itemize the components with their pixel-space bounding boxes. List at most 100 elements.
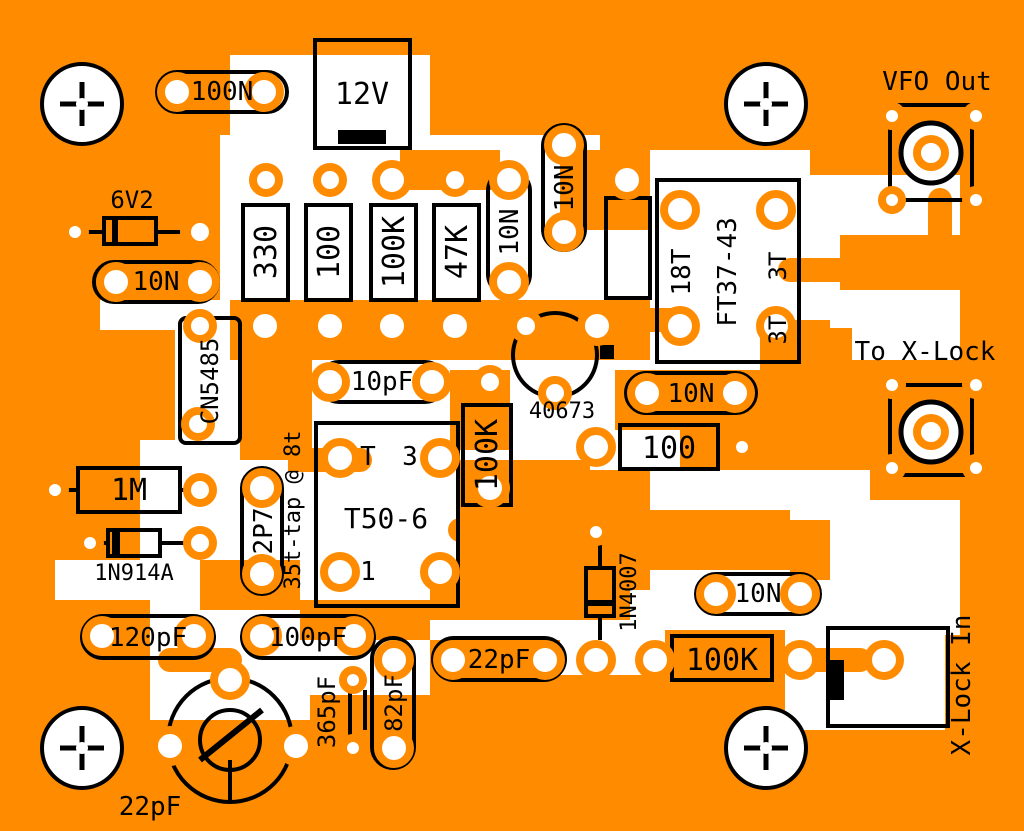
pad xyxy=(962,102,990,130)
pad xyxy=(320,438,360,478)
label-toroid-3t-b: 3T xyxy=(764,316,792,345)
pad xyxy=(780,574,820,614)
label-tap-note: 35t-tap @ 8t xyxy=(281,431,306,590)
pad xyxy=(435,306,475,346)
pad xyxy=(374,640,414,680)
label-t50-1: 1 xyxy=(360,557,376,587)
label-cap-10pf: 10pF xyxy=(351,367,414,397)
pad xyxy=(374,728,414,768)
rf-connectors xyxy=(898,120,964,465)
pad xyxy=(864,640,904,680)
label-zener: 6V2 xyxy=(110,186,153,214)
label-toroid-core: FT37-43 xyxy=(713,217,743,327)
pad xyxy=(61,218,89,246)
to-xlock-connector-outline xyxy=(888,383,974,477)
label-1n914: 1N914A xyxy=(94,561,173,586)
pad xyxy=(878,371,906,399)
cap-100pf-outline xyxy=(240,614,376,660)
pad xyxy=(310,362,350,402)
pad xyxy=(509,309,543,343)
pad xyxy=(150,726,190,766)
pad xyxy=(489,262,529,302)
pad xyxy=(183,473,217,507)
pad xyxy=(313,163,347,197)
pad xyxy=(635,640,675,680)
pad xyxy=(420,438,460,478)
mounting-hole-tr xyxy=(724,62,808,146)
r100-right-outline xyxy=(618,423,720,471)
dc-jack-outline xyxy=(313,38,412,150)
pad xyxy=(242,616,282,656)
cap-120pf-outline xyxy=(80,614,216,660)
label-cap-22pf-mid: 22pF xyxy=(468,645,531,675)
label-cap-10n-mid-b: 10N xyxy=(550,165,580,212)
label-r100k-lower: 100K xyxy=(686,643,758,678)
label-cn5485: CN5485 xyxy=(196,338,224,425)
cap-82pf-outline xyxy=(370,636,416,770)
label-toroid-turns: 18T xyxy=(667,248,697,295)
pad xyxy=(320,552,360,592)
pad xyxy=(576,640,616,680)
label-r100k-mid: 100K xyxy=(470,419,505,491)
silkscreen-labels: 100N 12V 6V2 10N 330 100 100K 47K 10N 10… xyxy=(94,67,996,822)
label-r47k: 47K xyxy=(440,225,475,279)
pad xyxy=(41,476,69,504)
label-cap-10n-lower: 10N xyxy=(735,579,782,609)
label-cap-2p7: 2P7 xyxy=(249,508,279,555)
pad xyxy=(242,554,282,594)
pad xyxy=(577,306,617,346)
pad xyxy=(962,454,990,482)
pad xyxy=(489,160,529,200)
pad xyxy=(339,666,367,694)
label-t50-t: T xyxy=(360,442,376,472)
mounting-hole-tl xyxy=(40,62,124,146)
pad xyxy=(276,726,316,766)
label-vfo-out: VFO Out xyxy=(882,67,992,97)
pad xyxy=(242,468,282,508)
pad xyxy=(438,163,472,197)
mounting-hole-br xyxy=(724,706,808,790)
pad xyxy=(372,160,412,200)
label-t50-3: 3 xyxy=(402,442,418,472)
label-cap-82pf: 82pF xyxy=(380,674,408,732)
pad xyxy=(538,376,572,410)
pad xyxy=(715,373,755,413)
pad xyxy=(756,306,796,346)
label-cap-10n-mid-a: 10N xyxy=(495,209,525,256)
label-r330: 330 xyxy=(249,225,284,279)
pad xyxy=(433,640,473,680)
pads xyxy=(41,72,990,768)
diode-1n914-band xyxy=(112,530,120,556)
label-fet: 40673 xyxy=(529,399,595,424)
pad xyxy=(82,616,122,656)
pad xyxy=(334,616,374,656)
pad xyxy=(660,190,700,230)
label-cap-100pf: 100pF xyxy=(269,623,347,653)
toroid-ft37-outline xyxy=(655,178,801,364)
pad xyxy=(756,190,796,230)
pad xyxy=(245,306,285,346)
pad xyxy=(544,212,584,252)
pad xyxy=(607,160,647,200)
pad xyxy=(878,102,906,130)
pad xyxy=(962,186,990,214)
pad xyxy=(339,734,367,762)
pad xyxy=(244,72,284,112)
pad xyxy=(582,518,610,546)
pad xyxy=(183,215,217,249)
pad xyxy=(627,373,667,413)
label-cap-120pf: 120pF xyxy=(109,623,187,653)
label-toroid-3t-a: 3T xyxy=(764,252,792,281)
pad xyxy=(183,309,217,343)
pad xyxy=(76,529,104,557)
label-trimmer: 22pF xyxy=(119,792,182,822)
label-t50-core: T50-6 xyxy=(344,502,428,535)
pad xyxy=(180,262,220,302)
silkscreen-fills xyxy=(112,130,844,700)
pad xyxy=(310,306,350,346)
pad xyxy=(576,427,616,467)
r330-outline xyxy=(241,203,290,302)
pad xyxy=(544,125,584,165)
mounting-holes xyxy=(40,62,808,790)
